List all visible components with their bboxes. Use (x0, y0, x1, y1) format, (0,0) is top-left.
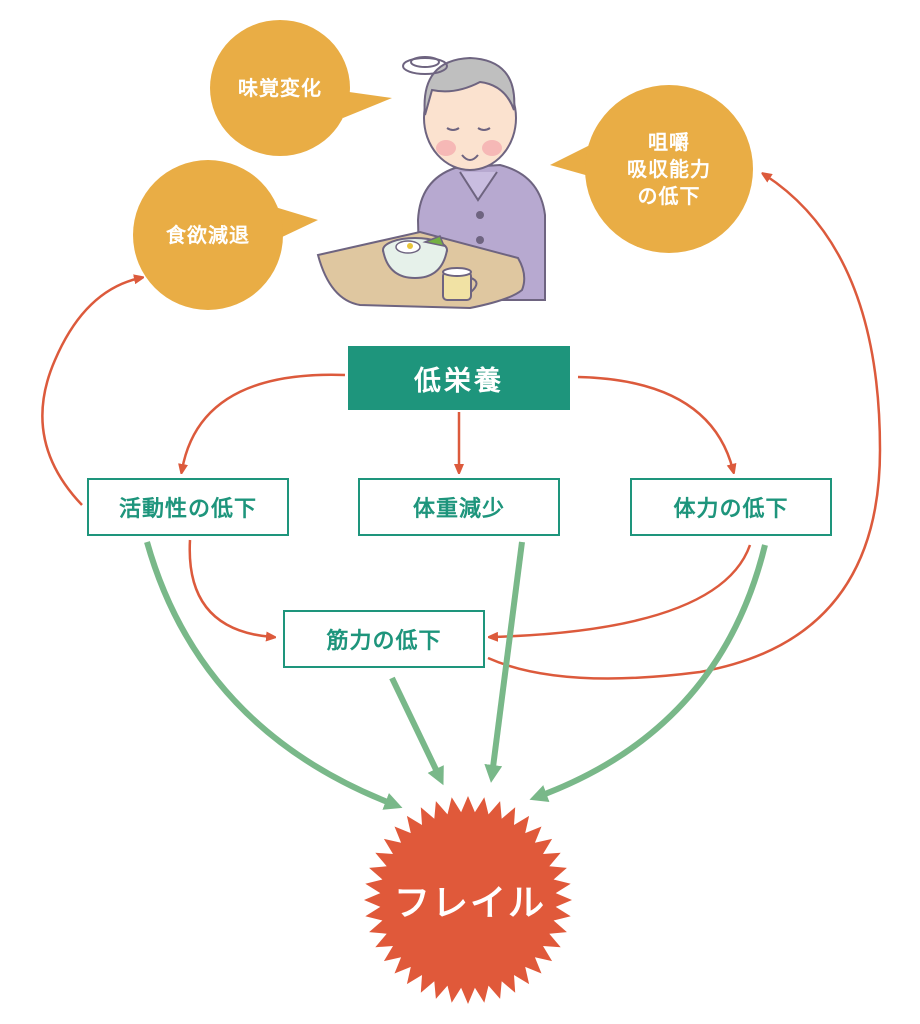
bubble-tail-appetite (275, 207, 318, 238)
node-malnutrition-label: 低栄養 (414, 365, 504, 397)
node-muscle-label: 筋力の低下 (326, 629, 442, 654)
arrow-weight-to-frailty (484, 541, 525, 783)
arrow-stamina-to-muscle (492, 544, 752, 637)
arrow-muscle-to-chewing (487, 175, 882, 680)
bubble-taste-label: 味覚変化 (238, 75, 322, 100)
node-weight-label: 体重減少 (412, 497, 505, 522)
arrow-to-stamina (577, 375, 733, 470)
node-stamina-decline: 体力の低下 (630, 478, 832, 536)
arrow-activity-to-appetite (41, 278, 140, 506)
bubble-taste-change: 味覚変化 (210, 20, 350, 156)
arrow-stamina-to-frailty (529, 544, 768, 803)
bubble-chewing-absorption: 咀嚼 吸収能力 の低下 (585, 85, 753, 253)
bubble-appetite-label: 食欲減退 (166, 222, 250, 247)
node-activity-label: 活動性の低下 (118, 497, 257, 522)
node-stamina-label: 体力の低下 (673, 497, 789, 522)
frailty-starburst (364, 796, 572, 1004)
arrow-muscle-to-frailty (389, 676, 444, 786)
node-muscle-decline: 筋力の低下 (283, 610, 485, 668)
bubble-appetite-loss: 食欲減退 (133, 160, 283, 310)
node-malnutrition: 低栄養 (348, 346, 570, 410)
node-weight-loss: 体重減少 (358, 478, 560, 536)
elderly-man-illustration (316, 56, 546, 310)
bubble-chewing-label: 咀嚼 吸収能力 の低下 (627, 129, 711, 208)
node-activity-decline: 活動性の低下 (87, 478, 289, 536)
arrow-activity-to-frailty (144, 541, 403, 810)
arrow-activity-to-muscle (188, 539, 272, 637)
frailty-label: フレイル (393, 883, 546, 924)
arrow-to-activity (182, 373, 346, 470)
